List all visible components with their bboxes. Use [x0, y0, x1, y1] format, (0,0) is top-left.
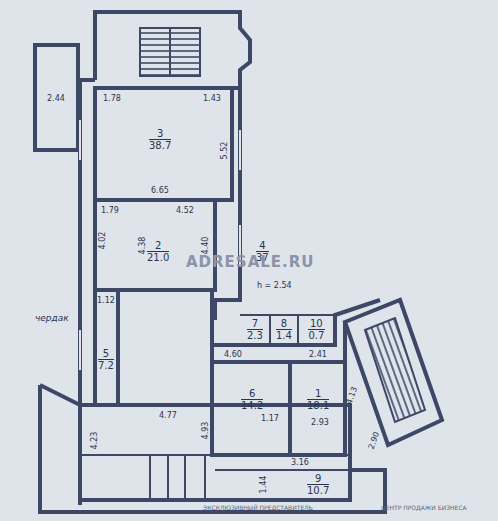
dimension: 4.93 [201, 422, 210, 440]
dimension: 2.41 [309, 350, 327, 359]
room-label: 614.2 [239, 387, 265, 413]
dimension: 4.02 [98, 232, 107, 250]
dimension: 4.38 [138, 237, 147, 255]
room-number: 4 [256, 240, 269, 252]
room-label: 221.0 [145, 239, 171, 265]
dimension: 3.16 [291, 458, 309, 467]
dimension: 2.44 [47, 94, 65, 103]
area-note: чердак [35, 313, 69, 323]
room-area: 38.7 [149, 140, 171, 152]
dimension: 1.79 [101, 206, 119, 215]
room-label: 338.7 [147, 127, 173, 153]
room-number: 10 [308, 318, 325, 330]
dimension: 5.52 [220, 142, 229, 160]
room-label: 100.7 [306, 317, 327, 343]
watermark: ЭКСКЛЮЗИВНЫЙ ПРЕДСТАВИТЕЛЬ [203, 504, 313, 511]
dimension: 4.52 [176, 206, 194, 215]
dimension: 4.77 [159, 411, 177, 420]
dimension: 1.17 [261, 414, 279, 423]
room-label: 81.4 [274, 317, 294, 343]
room-number: 8 [276, 318, 292, 330]
room-number: 6 [241, 388, 263, 400]
room-area: 21.0 [147, 252, 169, 264]
dimension: 1.43 [203, 94, 221, 103]
room-number: 1 [307, 388, 329, 400]
room-number: 7 [247, 318, 263, 330]
room-number: 9 [307, 473, 329, 485]
room-area: 10.7 [307, 485, 329, 497]
watermark: ADRESALE.RU [186, 254, 315, 270]
room-number: 2 [147, 240, 169, 252]
room-area: 7.2 [98, 360, 114, 372]
room-label: 118.1 [305, 387, 331, 413]
dimension: 2.93 [311, 418, 329, 427]
room-area: 2.3 [247, 330, 263, 342]
dimension: 1.12 [97, 296, 115, 305]
dimension: h = 2.54 [257, 281, 292, 290]
watermark: ЦЕНТР ПРОДАЖИ БИЗНЕСА [381, 504, 467, 511]
room-area: 0.7 [308, 330, 325, 342]
dimension: 4.60 [224, 350, 242, 359]
dimension: 4.23 [90, 432, 99, 450]
room-label: 72.3 [245, 317, 265, 343]
room-label: 910.7 [305, 472, 331, 498]
dimension: 1.44 [259, 476, 268, 494]
dimension: 4.40 [201, 237, 210, 255]
room-area: 18.1 [307, 400, 329, 412]
dimension: 6.65 [151, 186, 169, 195]
dimension: 1.78 [103, 94, 121, 103]
room-label: 57.2 [96, 347, 116, 373]
room-number: 3 [149, 128, 171, 140]
room-area: 1.4 [276, 330, 292, 342]
room-number: 5 [98, 348, 114, 360]
dimension: 2.90 [367, 431, 382, 451]
room-area: 14.2 [241, 400, 263, 412]
